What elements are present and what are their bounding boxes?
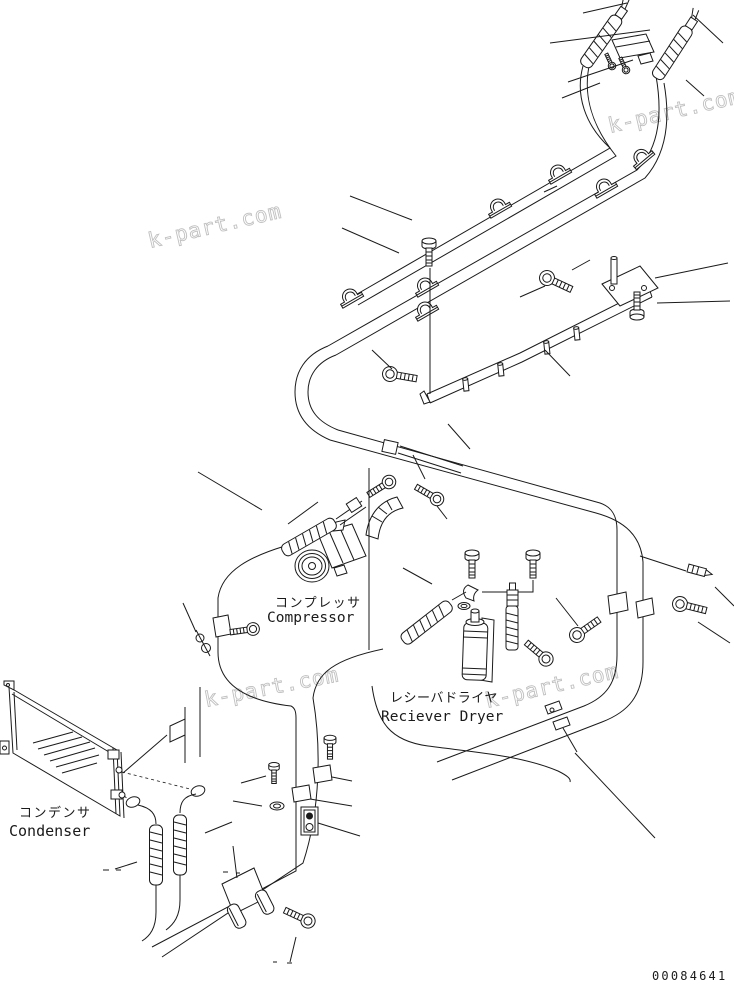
bolt [268,762,280,784]
clamp-block [213,615,231,637]
lower-mid-hardware [268,734,337,835]
junction-screw [616,55,632,76]
hose-sleeve [149,824,163,886]
label-compressor-en: Compressor [267,610,355,626]
condenser-core [9,687,120,816]
port-bracket [108,750,119,759]
loop-clamp [226,902,248,930]
clamp-bolt [421,237,437,267]
condenser-port [116,767,122,773]
hose-fitting [346,498,362,513]
compressor-left-hardware [196,615,261,656]
bolt [525,549,541,579]
bolt [412,480,447,509]
washer [270,802,284,810]
label-compressor-jp: コンプレッサ [275,596,362,611]
drawing-number: 00084641 [652,969,727,983]
leader-line [482,580,533,592]
leader-line [550,3,723,98]
mounting-rail [420,288,652,404]
hose-sleeve [173,814,187,876]
bolt [323,734,337,760]
clamp-block [292,785,311,802]
bolt [380,364,419,387]
right-hardware [545,564,713,730]
condenser-tab [0,741,9,754]
clip [553,717,570,730]
clamp-bolt-assembly [421,237,437,394]
rail-stud [462,376,470,392]
label-receiver-dryer-jp: レシーバドライヤ [390,691,498,706]
condenser [0,681,200,818]
clamp [543,159,573,185]
top-hose-assembly [550,0,723,98]
watermark-text: k-part.com [202,662,341,712]
bolt [228,621,261,639]
compressor-pulley [295,550,329,582]
bolt [536,267,576,297]
bottom-clamp-assembly [222,868,318,931]
compressor-hoses [279,440,463,559]
bracket-plate [602,266,658,306]
label-condenser-jp: コンデンサ [19,805,92,821]
hose-end-fitting [364,472,399,502]
label-receiver-dryer-en: Reciever Dryer [381,709,503,725]
condenser-fins [33,732,99,773]
pipe-clamps [335,142,656,322]
center-marks [103,870,292,963]
clamp [483,193,513,219]
drain-valve [196,630,211,656]
dryer-tube [506,583,518,650]
plate-stud [611,258,617,284]
rail-stud [573,325,581,341]
clamp [410,272,440,298]
condenser-hoses [125,784,207,941]
clip [545,701,562,714]
washer [458,603,470,610]
watermark-text: k-part.com [146,199,284,253]
mid-hardware [380,257,658,387]
clamp-block [636,598,654,618]
labels: コンプレッサ Compressor レシーバドライヤ Reciever Drye… [9,596,727,983]
pipe-bracket [301,807,318,835]
junction-clip [638,53,653,64]
condenser-port [119,792,125,798]
loop-clamp [254,888,276,916]
clamp [410,296,440,322]
rail-end-bracket [420,391,430,404]
junction-block [612,34,654,58]
bolt [521,636,557,670]
rail-stud [497,361,505,377]
hose-sleeve [398,598,455,647]
watermark-text: k-part.com [606,84,734,138]
inlet-elbow [464,585,478,601]
hose-nut [190,784,207,798]
leader-lines [103,186,734,963]
elbow-hose [366,497,403,539]
flag-marker [170,687,200,763]
bolt [670,594,709,619]
clamp-block [313,765,332,783]
receiver-dryer [398,549,557,682]
clamp [626,142,656,171]
clamp-block [608,592,628,614]
pipe-fitting [687,564,713,578]
bolt [464,549,480,579]
hose-nut [125,795,142,809]
hose-fitting [382,440,398,455]
bolt [281,903,318,931]
label-condenser-en: Condenser [9,822,90,840]
